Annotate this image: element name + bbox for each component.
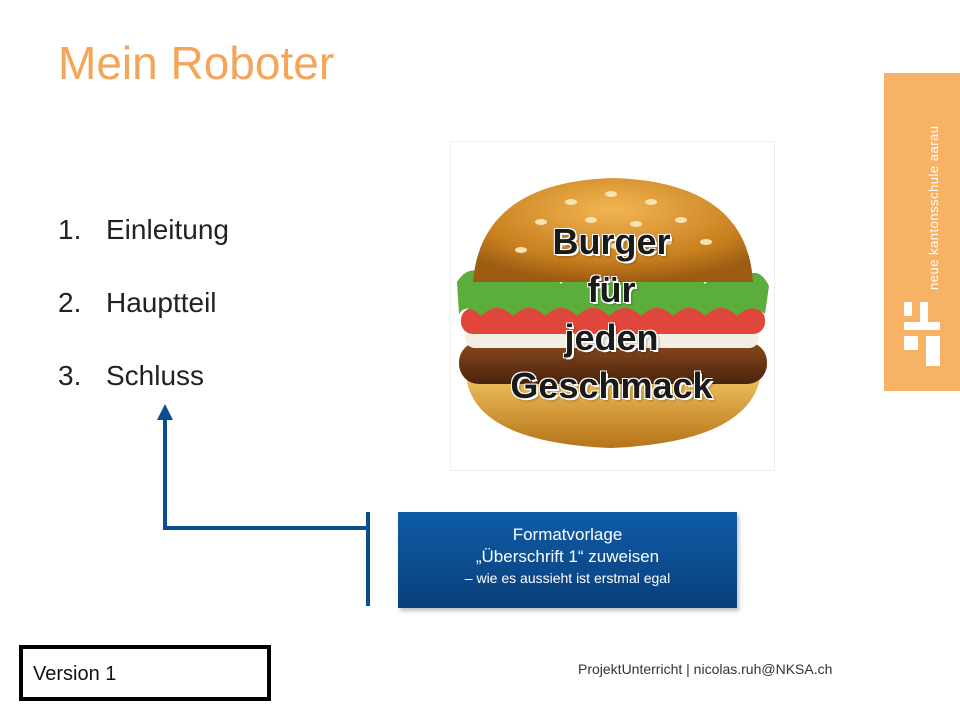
burger-image: [450, 141, 775, 471]
burger-caption-line: Burger: [552, 221, 671, 262]
annotation-line: Formatvorlage: [512, 525, 623, 544]
agenda-item: 1. Einleitung: [58, 212, 229, 285]
agenda-item-label: Schluss: [106, 360, 205, 391]
arrow-head-icon: [157, 404, 173, 420]
agenda-item-number: 3.: [58, 360, 82, 391]
agenda-item: 2. Hauptteil: [58, 285, 229, 358]
version-label: Version 1: [33, 663, 117, 685]
burger-caption: Burger für jeden Geschmack: [450, 218, 773, 410]
burger-caption-line: für: [587, 269, 636, 310]
version-box: Version 1: [19, 645, 271, 701]
agenda-item: 3. Schluss: [58, 358, 229, 431]
agenda-item-label: Einleitung: [106, 214, 229, 245]
slide-title: Mein Roboter: [58, 37, 335, 89]
agenda-list: 1. Einleitung 2. Hauptteil 3. Schluss: [58, 212, 229, 431]
brand-name: neue kantonsschule aarau: [926, 125, 941, 290]
footer-text: ProjektUnterricht | nicolas.ruh@NKSA.ch: [578, 661, 833, 677]
burger-illustration-icon: [457, 178, 769, 448]
agenda-item-number: 2.: [58, 287, 82, 318]
burger-caption-line: jeden: [564, 317, 659, 358]
brand-strip: [884, 73, 960, 391]
school-logo-icon: [904, 302, 940, 366]
annotation-box: Formatvorlage „Überschrift 1“ zuweisen –…: [398, 512, 737, 608]
burger-caption-line: Geschmack: [510, 365, 713, 406]
sesame-seeds: [515, 191, 712, 253]
agenda-item-label: Hauptteil: [106, 287, 217, 318]
annotation-line: – wie es aussieht ist erstmal egal: [464, 570, 671, 586]
agenda-item-number: 1.: [58, 214, 82, 245]
annotation-line: „Überschrift 1“ zuweisen: [475, 547, 660, 566]
